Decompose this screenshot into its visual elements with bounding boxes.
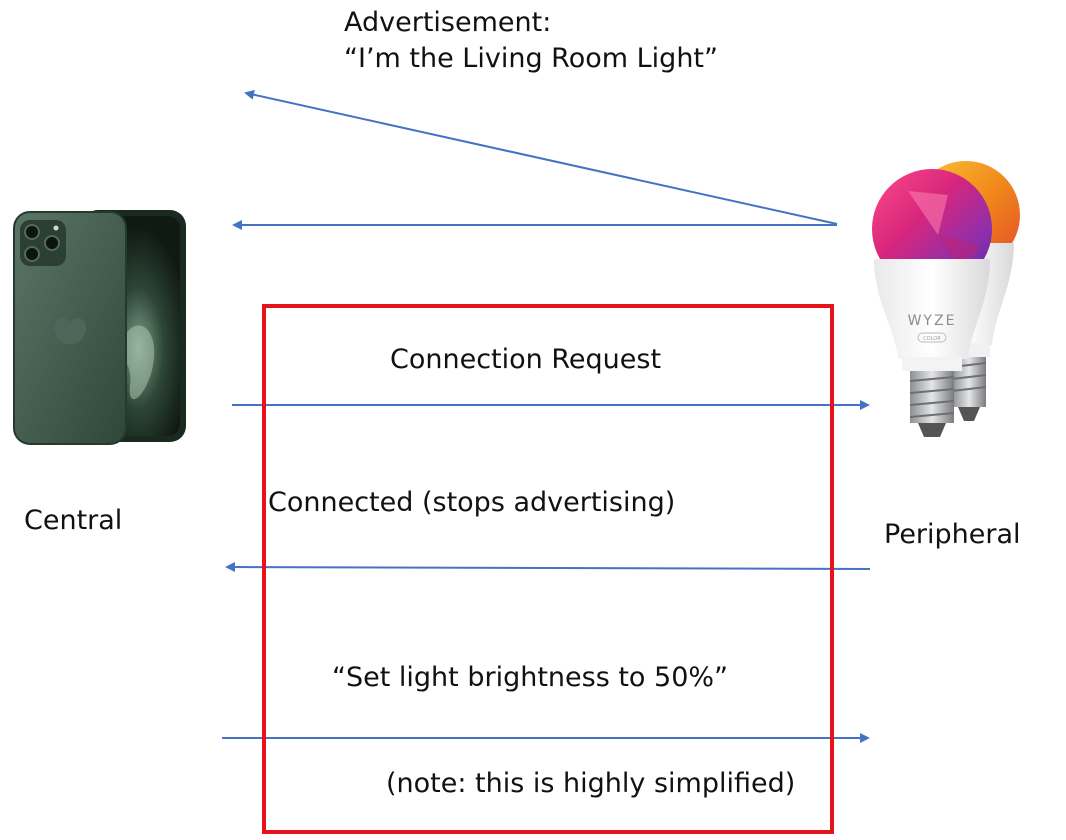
peripheral-label: Peripheral (884, 519, 1021, 550)
connection-highlight-box (262, 304, 834, 834)
smartphone-icon (13, 210, 186, 445)
advertisement-arrow-diagonal (244, 89, 838, 225)
set-brightness-label: “Set light brightness to 50%” (332, 662, 729, 693)
smart-bulb-icon: WYZE COLOR (872, 161, 1020, 437)
connected-arrow (225, 562, 871, 573)
wyze-logo-text: WYZE (908, 313, 957, 329)
connected-label: Connected (stops advertising) (268, 487, 676, 518)
central-label: Central (24, 505, 123, 536)
simplification-note: (note: this is highly simplified) (386, 768, 796, 799)
connection-request-label: Connection Request (390, 344, 662, 375)
advertisement-title: Advertisement: (344, 7, 552, 38)
advertisement-text: “I’m the Living Room Light” (344, 43, 719, 74)
color-badge-text: COLOR (923, 336, 941, 342)
